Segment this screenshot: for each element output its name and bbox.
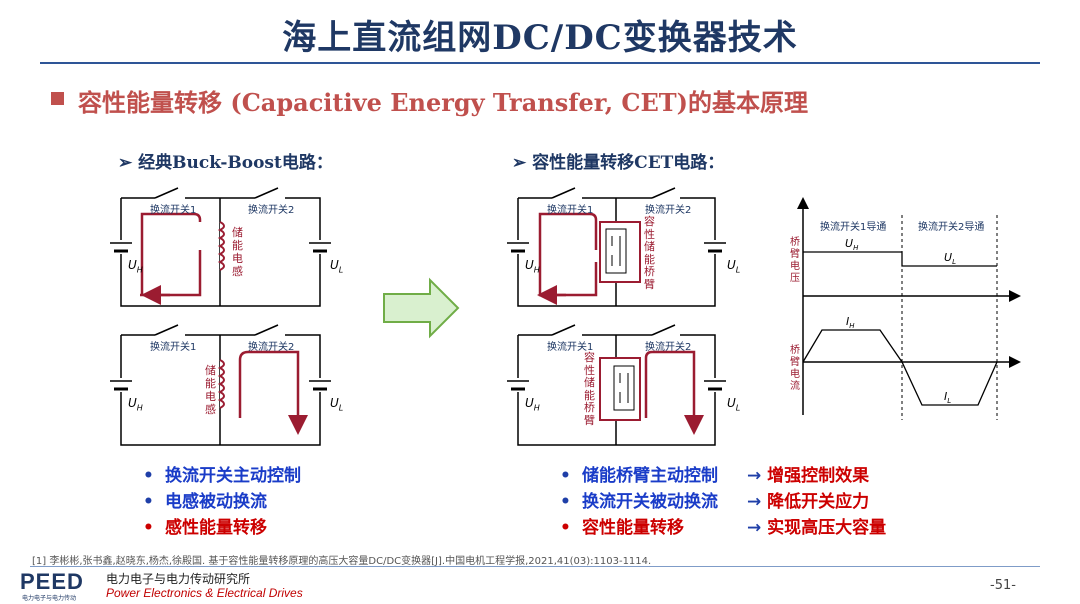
waveform-plot <box>797 197 1021 420</box>
left-heading: ➢ 经典Buck-Boost电路： <box>118 153 333 173</box>
switch-2-label: 换流开关2 <box>248 205 295 216</box>
ul-label: UL <box>727 258 741 275</box>
uh-level-label: UH <box>845 237 859 253</box>
transition-arrow-icon <box>383 277 460 339</box>
switch-1-label: 换流开关1 <box>150 342 197 353</box>
title-divider <box>40 62 1040 64</box>
ul-label: UL <box>727 396 741 413</box>
cet-circuit-bottom <box>507 324 726 446</box>
cet-circuit-top <box>507 187 726 307</box>
left-bullet-list: •换流开关主动控制 •电感被动换流 •感性能量转移 <box>143 463 301 541</box>
uh-label: UH <box>128 258 143 275</box>
switch-2-label: 换流开关2 <box>645 342 692 353</box>
lab-name-cn: 电力电子与电力传动研究所 <box>106 572 251 586</box>
phase-1-label: 换流开关1导通 <box>820 222 887 233</box>
buck-boost-circuit-bottom <box>110 324 331 446</box>
ul-level-label: UL <box>944 251 956 267</box>
arm-current-trace <box>802 329 998 406</box>
inductor-coil <box>217 221 225 271</box>
page-title: 海上直流组网DC/DC变换器技术 <box>282 18 798 58</box>
inductor-coil <box>217 359 225 409</box>
section-subtitle: 容性能量转移 (Capacitive Energy Transfer, CET)… <box>78 88 809 117</box>
arm-voltage-trace <box>803 251 997 267</box>
switch-2-label: 换流开关2 <box>248 342 295 353</box>
capacitive-arm-label: 容性储能桥臂 <box>644 215 655 291</box>
current-path-arrow <box>644 350 704 435</box>
reference-footnote: [1] 李彬彬,张书鑫,赵晓东,杨杰,徐殿国. 基于容性能量转移原理的高压大容量… <box>32 556 652 567</box>
ul-label: UL <box>330 258 344 275</box>
square-bullet-icon <box>51 92 64 105</box>
right-heading: ➢ 容性能量转移CET电路： <box>512 153 725 173</box>
capacitive-arm-icon <box>599 221 641 283</box>
right-bullet-list: •储能桥臂主动控制→ 增强控制效果 •换流开关被动换流→ 降低开关应力 •容性能… <box>560 463 886 541</box>
il-level-label: IL <box>944 390 952 406</box>
capacitive-arm-label: 容性储能桥臂 <box>584 351 595 427</box>
list-item: •电感被动换流 <box>143 492 267 512</box>
switch-1-label: 换流开关1 <box>150 205 197 216</box>
switch-2-label: 换流开关2 <box>645 205 692 216</box>
list-item: •储能桥臂主动控制→ 增强控制效果 <box>560 466 870 486</box>
ih-level-label: IH <box>846 315 855 331</box>
list-item: •换流开关主动控制 <box>143 466 301 486</box>
phase-2-label: 换流开关2导通 <box>918 222 985 233</box>
uh-label: UH <box>525 396 540 413</box>
ul-label: UL <box>330 396 344 413</box>
peed-logo: PEED <box>20 569 84 594</box>
logo-caption: 电力电子与电力传动 <box>22 595 77 602</box>
inductor-label: 储能电感 <box>205 364 216 416</box>
arm-current-axis-label: 桥臂电流 <box>790 345 800 392</box>
list-item: •容性能量转移→ 实现高压大容量 <box>560 518 887 538</box>
inductor-label: 储能电感 <box>232 226 243 278</box>
buck-boost-circuit-top <box>110 187 331 307</box>
page-number: -51- <box>990 578 1016 593</box>
switch-1-label: 换流开关1 <box>547 205 594 216</box>
current-path-arrow <box>140 212 202 297</box>
current-path-arrow <box>538 212 598 297</box>
list-item: •感性能量转移 <box>143 518 267 538</box>
capacitive-arm-icon <box>599 357 641 421</box>
lab-name-en: Power Electronics & Electrical Drives <box>106 586 303 600</box>
arm-voltage-axis-label: 桥臂电压 <box>790 237 800 284</box>
current-path-arrow <box>238 350 308 435</box>
footer-divider <box>30 566 1040 567</box>
uh-label: UH <box>128 396 143 413</box>
uh-label: UH <box>525 258 540 275</box>
switch-1-label: 换流开关1 <box>547 342 594 353</box>
list-item: •换流开关被动换流→ 降低开关应力 <box>560 492 870 512</box>
